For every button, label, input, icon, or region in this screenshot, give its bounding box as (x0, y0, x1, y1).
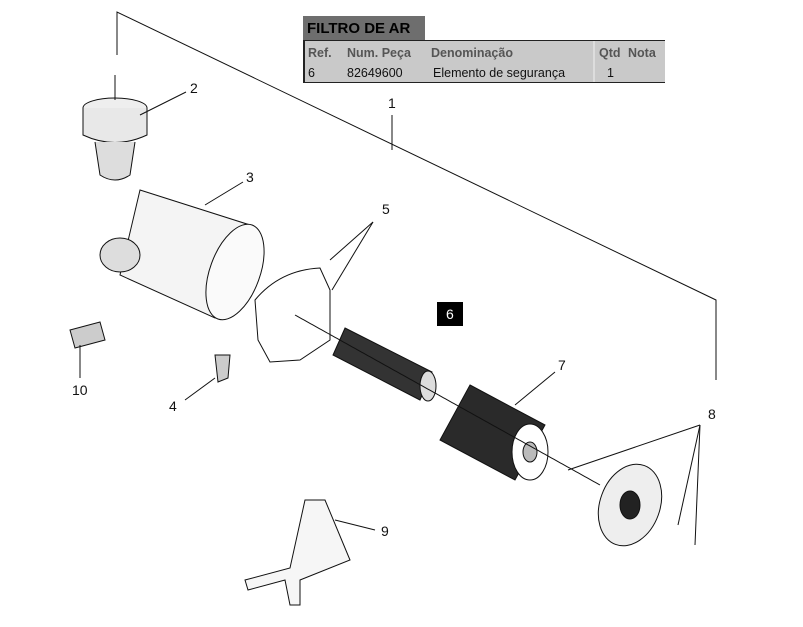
assembly-bracket-lines (116, 11, 717, 380)
callout-3: 3 (246, 169, 254, 185)
header-note: Nota (628, 46, 656, 60)
part-3-housing[interactable] (99, 189, 276, 328)
callout-7: 7 (558, 357, 566, 373)
callout-10: 10 (72, 382, 88, 398)
callout-leaders (79, 91, 701, 546)
row-part-number[interactable]: 82649600 (347, 66, 403, 80)
row-description[interactable]: Elemento de segurança (433, 66, 566, 80)
part-8-cover[interactable] (587, 455, 672, 554)
header-part-number: Num. Peça (347, 46, 411, 60)
column-separator (593, 41, 595, 82)
callout-9: 9 (381, 523, 389, 539)
callout-4: 4 (169, 398, 177, 414)
part-4-valve[interactable] (214, 354, 231, 383)
part-10-sensor[interactable] (69, 321, 106, 349)
row-qty: 1 (607, 66, 614, 80)
callout-8: 8 (708, 406, 716, 422)
callout-6[interactable]: 6 (446, 306, 454, 322)
part-5-gasket[interactable] (254, 267, 331, 363)
table-title: FILTRO DE AR (303, 16, 425, 40)
callout-1: 1 (388, 95, 396, 111)
header-qty: Qtd (599, 46, 621, 60)
callout-6-highlight (437, 302, 463, 326)
callout-5: 5 (382, 201, 390, 217)
parts-table: Ref. Num. Peça Denominação Qtd Nota 6 82… (303, 40, 665, 83)
part-9-bracket[interactable] (244, 499, 351, 606)
header-ref: Ref. (308, 46, 332, 60)
part-2-cap[interactable] (82, 75, 148, 181)
header-description: Denominação (431, 46, 513, 60)
callout-2: 2 (190, 80, 198, 96)
part-7-main-element[interactable] (439, 384, 549, 481)
row-ref[interactable]: 6 (308, 66, 315, 80)
